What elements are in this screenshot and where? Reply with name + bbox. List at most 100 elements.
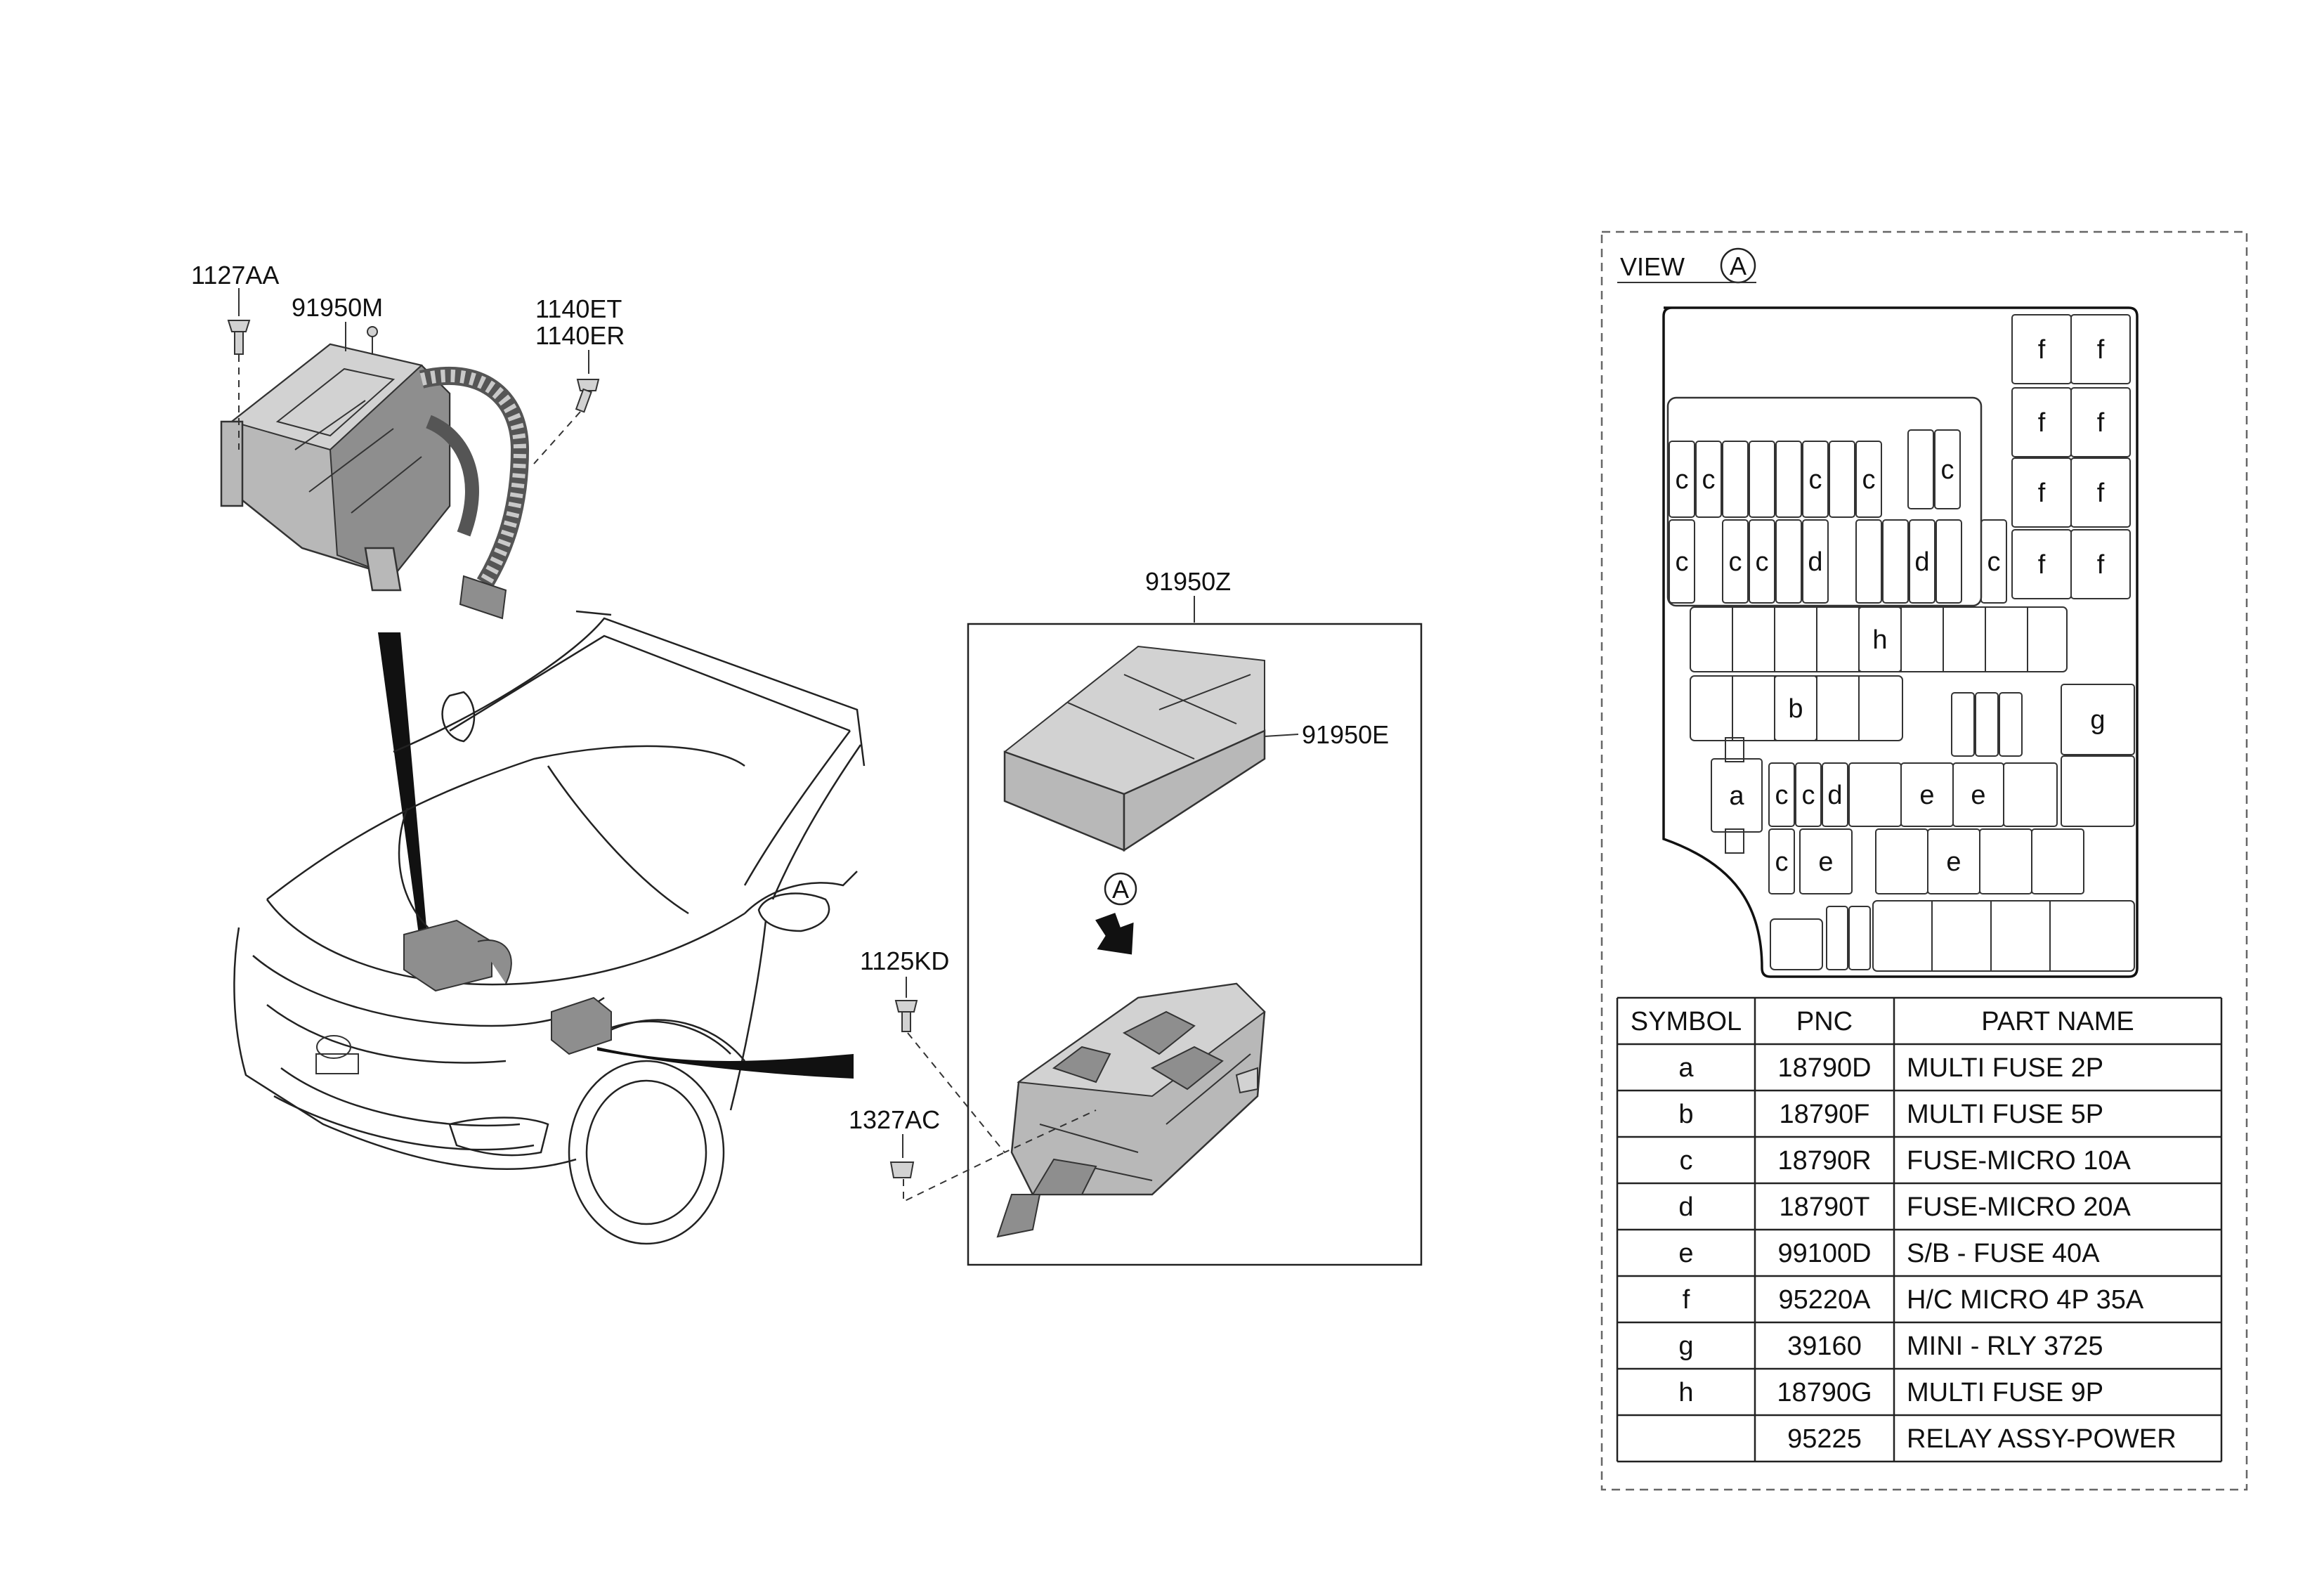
relay-box-lower-illustration (996, 982, 1266, 1238)
fuse-cell-c4 (1855, 441, 1882, 518)
fuse-cell-label-f7: f (2038, 550, 2046, 580)
label-1327ac: 1327AC (849, 1105, 940, 1134)
vehicle-front-illustration (233, 610, 866, 1245)
fuse-cell-label-c2: c (1702, 465, 1716, 495)
table-cell-part-name: FUSE-MICRO 10A (1907, 1146, 2131, 1176)
fuse-cell-d2 (1909, 519, 1935, 604)
table-cell-pnc: 18790D (1777, 1053, 1871, 1083)
view-a-marker (1104, 872, 1137, 906)
view-a-marker-letter: A (1112, 875, 1129, 904)
table-cell-part-name: MULTI FUSE 5P (1907, 1100, 2103, 1129)
fuse-cell-label-d3: d (1827, 781, 1842, 810)
table-cell-symbol: c (1680, 1146, 1693, 1176)
leader-wedge-91950m (378, 632, 427, 935)
leader-wedge-91950z (597, 1047, 854, 1079)
fuse-cell-label-e4: e (1946, 847, 1961, 877)
table-cell-symbol: a (1678, 1053, 1694, 1083)
table-cell-pnc: 95220A (1778, 1285, 1871, 1315)
fuse-cell-label-f5: f (2038, 479, 2046, 508)
fuse-cell-a1 (1711, 758, 1763, 833)
fuse-cell-label-a1: a (1729, 781, 1744, 811)
fuse-cell-f8 (2070, 529, 2131, 599)
fuse-cell-c2 (1695, 441, 1722, 518)
fuse-cell-label-g1: g (2090, 705, 2105, 735)
fuse-cell-c5 (1934, 429, 1961, 509)
fuse-cell-label-c12: c (1775, 847, 1789, 877)
fuse-cell-label-c10: c (1775, 781, 1789, 810)
fuse-cell-label-f2: f (2097, 335, 2105, 365)
fuse-cell-label-f4: f (2097, 408, 2105, 438)
table-cell-pnc: 99100D (1777, 1239, 1871, 1268)
fuse-cell-e4 (1927, 828, 1980, 894)
down-arrow-icon (1095, 913, 1134, 955)
fuse-cell-c7 (1722, 519, 1749, 604)
table-cell-part-name: MINI - RLY 3725 (1907, 1332, 2103, 1361)
fuse-cell-label-f3: f (2038, 408, 2046, 438)
fuse-cell-label-e2: e (1971, 781, 1985, 810)
table-cell-symbol: g (1678, 1332, 1693, 1361)
fuse-cell-label-c9: c (1987, 547, 2001, 577)
fuse-cell-e2 (1952, 762, 2004, 827)
fuse-cell-label-c4: c (1862, 465, 1876, 495)
unit-91950m-illustration (220, 326, 530, 620)
view-a-panel (1600, 230, 2248, 1491)
table-header: SYMBOL (1631, 1007, 1742, 1036)
table-cell-pnc: 18790T (1780, 1192, 1870, 1222)
fuse-cell-d3 (1822, 762, 1848, 827)
fuse-cell-label-f6: f (2097, 479, 2105, 508)
fuse-cell-label-c1: c (1676, 465, 1689, 495)
table-cell-pnc: 39160 (1787, 1332, 1862, 1361)
cover-91950e-illustration (1003, 645, 1266, 852)
fuse-cell-label-d1: d (1808, 547, 1822, 577)
table-cell-pnc: 18790G (1777, 1378, 1872, 1407)
legend-table: SYMBOL PNC PART NAME a 18790D MULTI FUSE 2P b 1… (1616, 996, 2223, 1463)
fuse-cell-g1 (2061, 684, 2135, 755)
fuse-cell-h1 (1858, 606, 1902, 672)
fuse-cell-label-c8: c (1756, 547, 1769, 577)
table-cell-part-name: MULTI FUSE 2P (1907, 1053, 2103, 1083)
fuse-cell-f4 (2070, 387, 2131, 457)
table-cell-symbol: e (1678, 1239, 1693, 1268)
fuse-cell-label-c6: c (1676, 547, 1689, 577)
table-header: PART NAME (1981, 1007, 2134, 1036)
fuse-cell-d1 (1802, 519, 1829, 604)
table-cell-pnc: 18790F (1780, 1100, 1870, 1129)
table-cell-part-name: FUSE-MICRO 20A (1907, 1192, 2131, 1222)
fuse-cell-c1 (1669, 441, 1695, 518)
fuse-cell-c6 (1669, 519, 1695, 604)
table-cell-symbol: f (1683, 1285, 1690, 1315)
nut-1327ac-icon (889, 1161, 915, 1178)
fuse-cell-f6 (2070, 457, 2131, 528)
fuse-cell-f2 (2070, 314, 2131, 384)
label-1127aa: 1127AA (191, 261, 279, 289)
label-91950e: 91950E (1302, 720, 1389, 749)
table-cell-symbol: h (1678, 1378, 1693, 1407)
label-1140er: 1140ER (535, 321, 625, 350)
fuse-cell-label-b1: b (1788, 694, 1803, 724)
fuse-cell-label-c5: c (1941, 455, 1954, 485)
fuse-cell-c9 (1980, 519, 2007, 604)
table-cell-pnc: 18790R (1777, 1146, 1871, 1176)
table-cell-pnc: 95225 (1787, 1424, 1862, 1454)
view-title-marker-letter: A (1730, 252, 1747, 280)
fuse-box-outline (1662, 306, 2139, 978)
fuse-cell-c11 (1795, 762, 1822, 827)
label-1140et: 1140ET (535, 294, 622, 323)
fuse-cell-label-c3: c (1809, 465, 1822, 495)
table-cell-symbol: b (1678, 1100, 1693, 1129)
fuse-cell-label-h1: h (1872, 625, 1887, 655)
assy-91950z-frame (967, 623, 1423, 1266)
fuse-cell-c12 (1768, 828, 1795, 894)
table-header: PNC (1796, 1007, 1853, 1036)
fuse-cell-label-e3: e (1818, 847, 1833, 877)
view-title: VIEW (1620, 252, 1685, 281)
table-cell-part-name: RELAY ASSY-POWER (1907, 1424, 2176, 1454)
fuse-cell-c8 (1749, 519, 1775, 604)
fuse-cell-label-f1: f (2038, 335, 2046, 365)
bolt-1127aa-icon (227, 320, 251, 355)
label-91950z: 91950Z (1145, 567, 1231, 596)
fuse-cell-e3 (1799, 828, 1853, 894)
bolt-1140et-icon (575, 379, 600, 413)
